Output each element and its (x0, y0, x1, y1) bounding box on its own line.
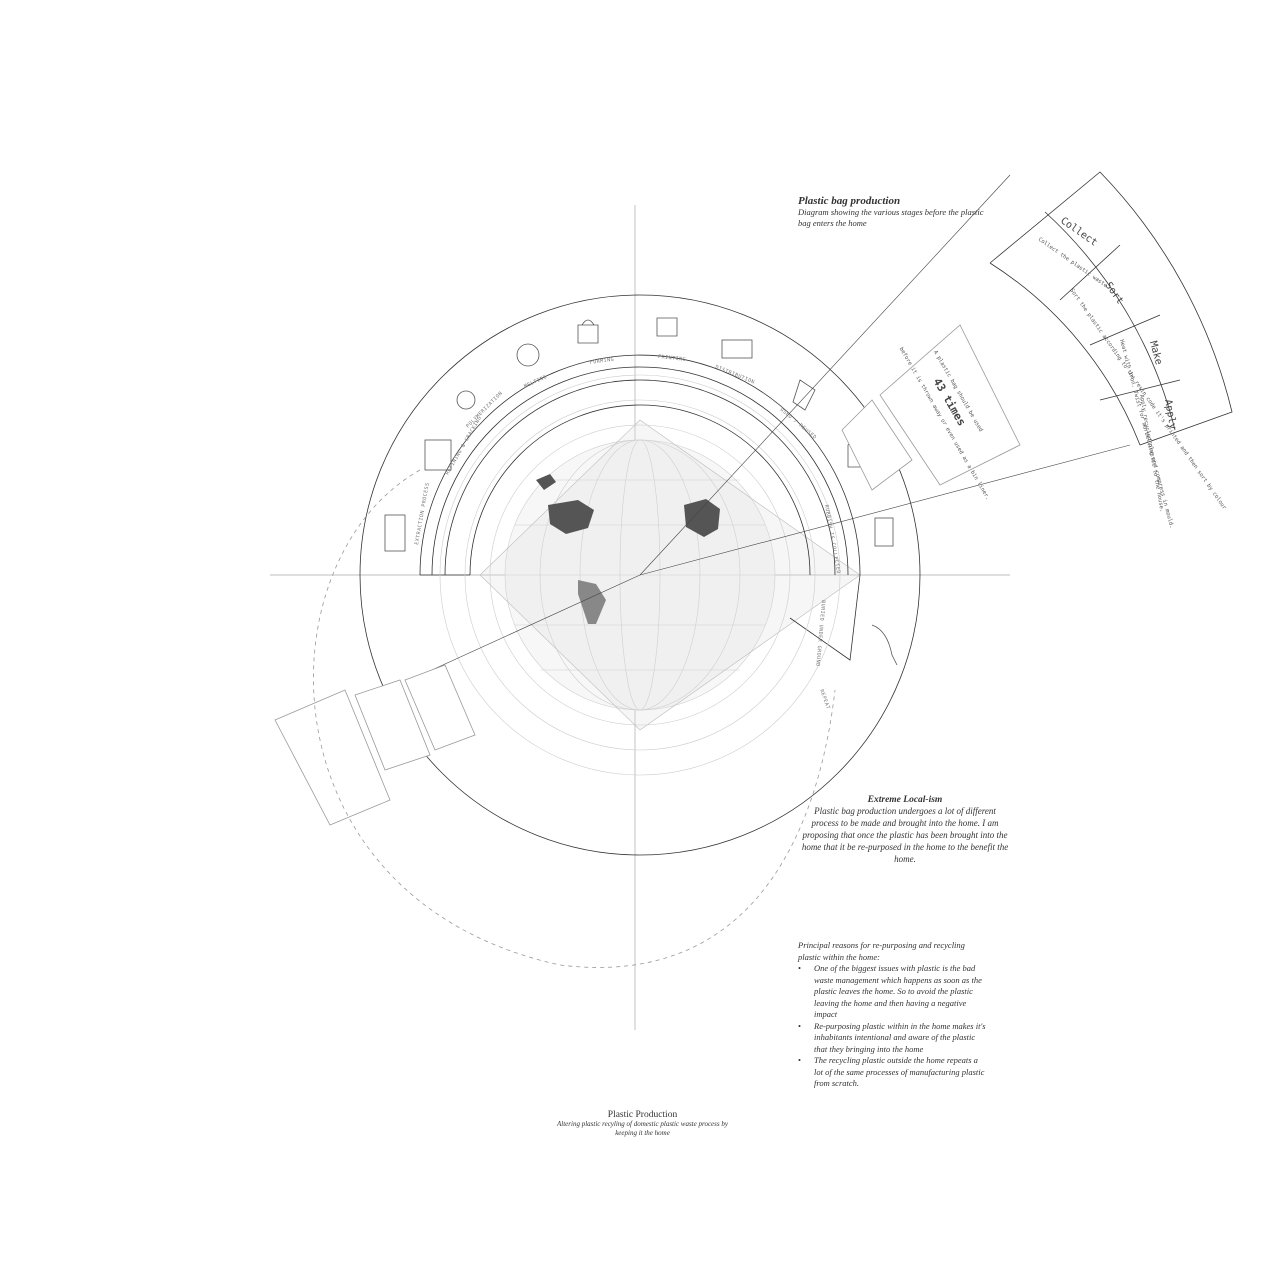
country-canada-alaska (536, 474, 556, 490)
reasons-list: One of the biggest issues with plastic i… (798, 963, 988, 1090)
svg-text:Collect the plastic waste: Collect the plastic waste (1037, 237, 1108, 289)
plastic-bag-icon (577, 319, 599, 344)
reason-item: The recycling plastic outside the home r… (798, 1055, 988, 1090)
country-south-america (578, 580, 606, 624)
country-china (684, 499, 720, 537)
footer-block: Plastic Production Altering plastic recy… (555, 1110, 730, 1138)
svg-text:Sort the plastic according to: Sort the plastic according to the resin … (1068, 288, 1227, 512)
highlighted-countries (536, 474, 720, 624)
repeat-label: REPEAT (818, 689, 831, 711)
printed-bag-icon (656, 317, 678, 337)
step-collect: Collect Collect the plastic waste (1037, 215, 1108, 289)
local-ism-block: Extreme Local-ism Plastic bag production… (800, 795, 1010, 865)
header-title: Plastic bag production (798, 195, 901, 207)
svg-text:Apply: Apply (1162, 399, 1178, 431)
hose-icon (871, 624, 898, 666)
stage-buried: BURIED UNDER GROUND (814, 600, 826, 667)
delivery-van-icon (721, 339, 753, 359)
inner-rings (439, 374, 841, 776)
reason-item: One of the biggest issues with plastic i… (798, 963, 988, 1021)
local-ism-body: Plastic bag production undergoes a lot o… (801, 806, 1009, 864)
person-icon (792, 379, 816, 411)
recycling-bin-icon (874, 517, 894, 547)
reuse-cups (274, 324, 1021, 826)
country-usa (548, 500, 594, 534)
repeat-cycle-arrow (313, 469, 836, 968)
refinery-icon (424, 439, 452, 471)
svg-text:Sort: Sort (1103, 280, 1126, 306)
local-ism-title: Extreme Local-ism (867, 795, 943, 805)
stage-printing: PRINTING (658, 354, 687, 363)
home-process-fan (989, 171, 1233, 446)
beam-lines (409, 174, 1131, 681)
svg-text:Collect: Collect (1058, 215, 1099, 248)
footer-subtitle: Altering plastic recyling of domestic pl… (557, 1120, 728, 1137)
reasons-block: Principal reasons for re-purposing and r… (798, 940, 988, 1090)
stage-distribution: DISTRIBUTION (714, 364, 755, 385)
stage-forming: FORMING (589, 357, 614, 366)
stage-polymerization: POLYMERIZATION (465, 390, 504, 429)
header-block: Plastic bag production Diagram showing t… (798, 195, 998, 229)
home-process-labels: Collect Collect the plastic waste Sort S… (1037, 215, 1228, 529)
reason-item: Re-purposing plastic within in the home … (798, 1021, 988, 1056)
header-subtitle: Diagram showing the various stages befor… (798, 207, 984, 228)
stage-used: USED / REUSED (779, 407, 818, 441)
footer-title: Plastic Production (607, 1110, 678, 1120)
stage-rings (359, 294, 921, 856)
svg-text:Make: Make (1147, 340, 1164, 366)
stage-melting: MELTING (523, 374, 548, 390)
step-sort: Sort Sort the plastic according to the r… (1068, 280, 1227, 511)
oil-pump-icon (384, 514, 406, 552)
reasons-intro: Principal reasons for re-purposing and r… (798, 940, 965, 962)
molecule-icon (456, 390, 476, 410)
pellets-icon (516, 343, 540, 367)
globe (479, 419, 861, 731)
